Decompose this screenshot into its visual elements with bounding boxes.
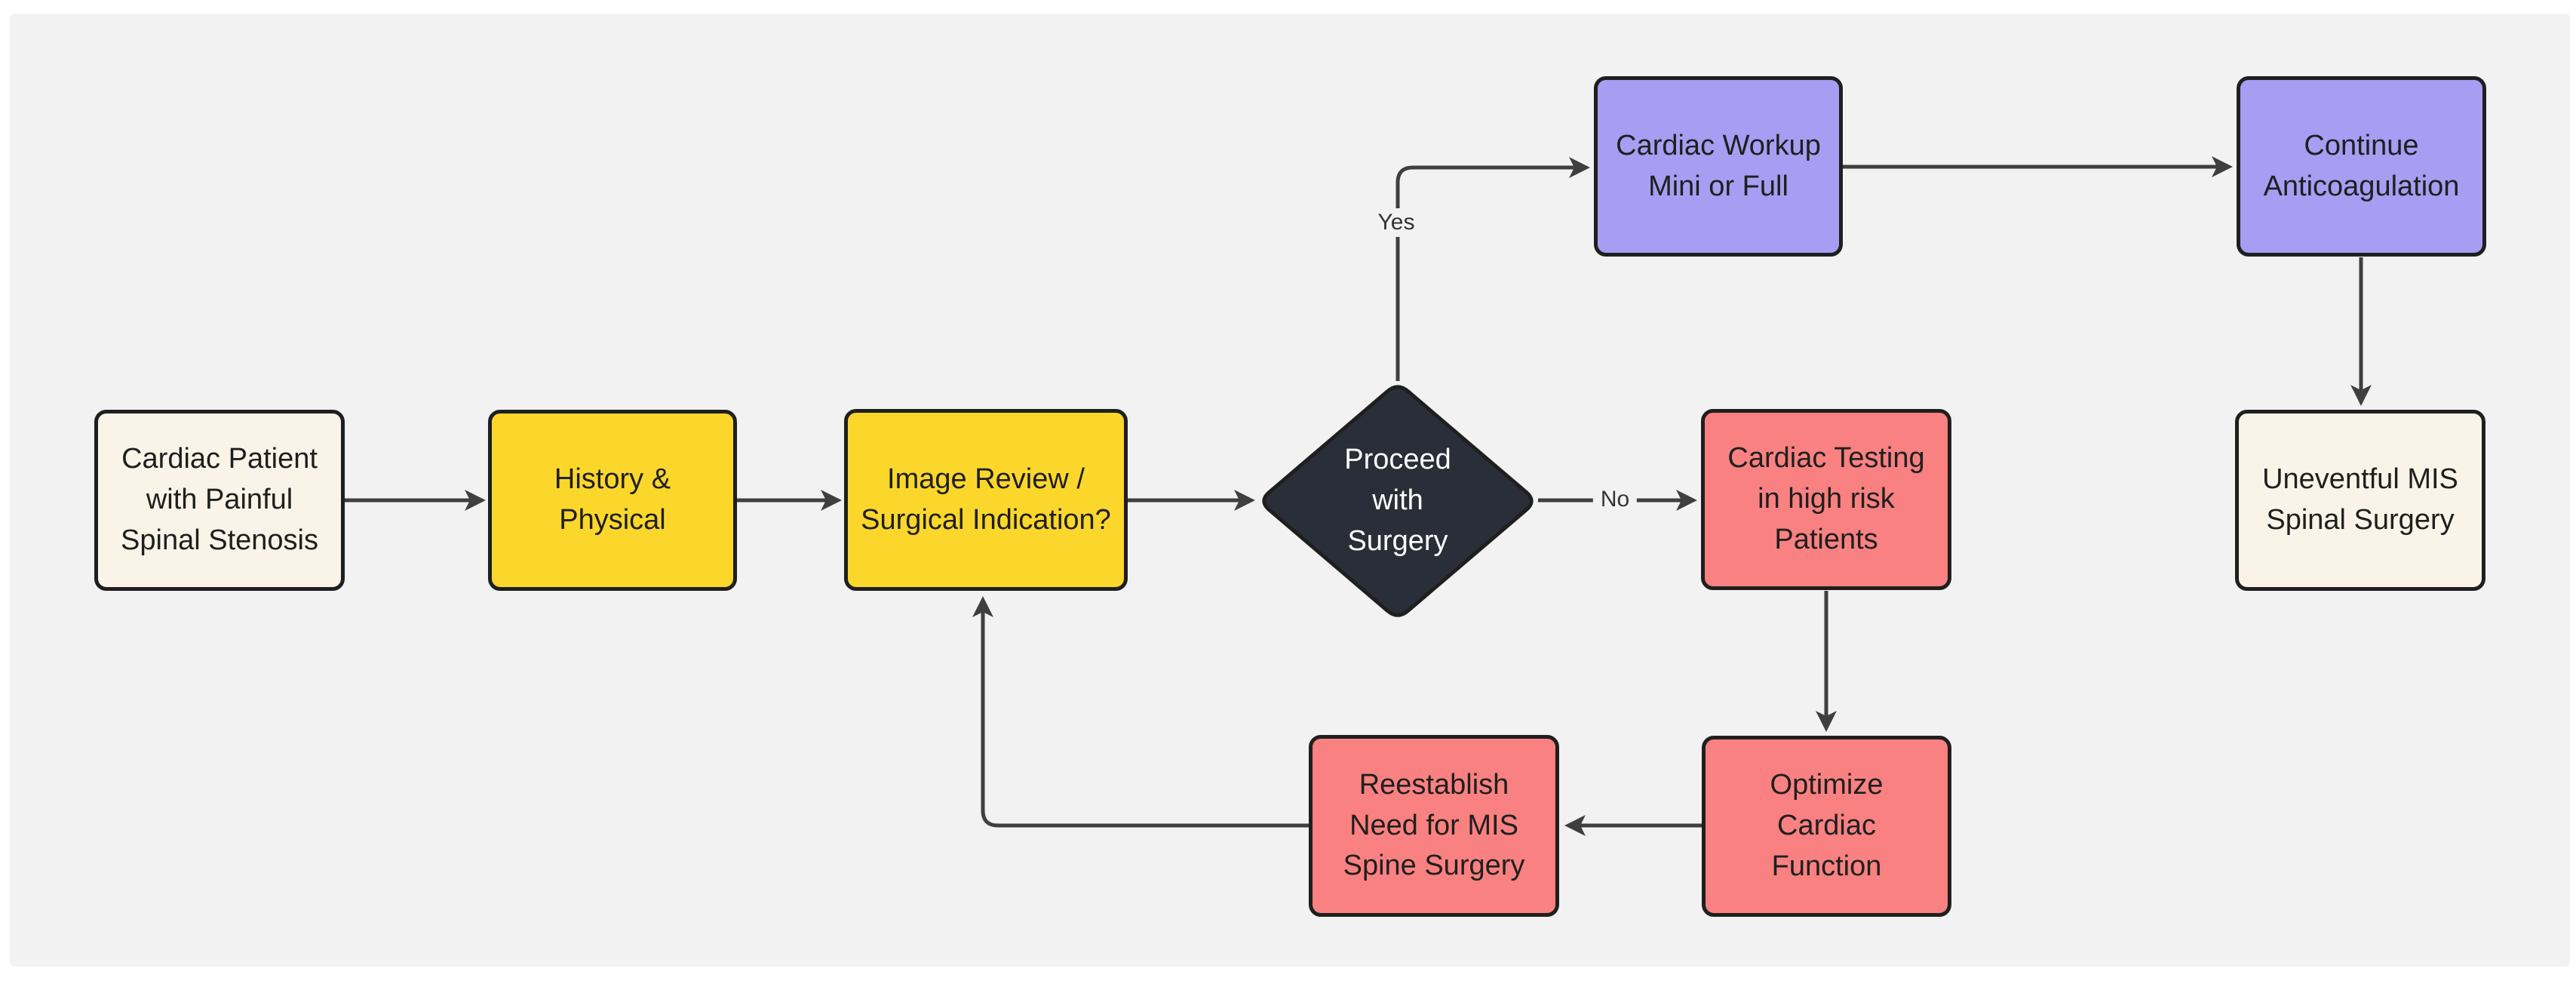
edge-decision-yes-to-cardiac-workup	[1395, 157, 1590, 381]
decision-diamond-shape	[1262, 385, 1534, 617]
edge-label-no: No	[1592, 485, 1638, 514]
node-reestablish-need-mis: Reestablish Need for MIS Spine Surgery	[1309, 735, 1559, 917]
node-cardiac-workup: Cardiac Workup Mini or Full	[1594, 76, 1843, 257]
node-image-review: Image Review / Surgical Indication?	[844, 409, 1128, 591]
node-uneventful-mis-spinal-surgery: Uneventful MIS Spinal Surgery	[2235, 410, 2485, 591]
node-continue-anticoagulation: Continue Anticoagulation	[2237, 76, 2486, 257]
edge-reestablish-to-image-review	[972, 596, 1309, 828]
edge-label-yes: Yes	[1370, 208, 1423, 237]
node-cardiac-testing-high-risk: Cardiac Testing in high risk Patients	[1701, 409, 1951, 590]
node-cardiac-patient: Cardiac Patient with Painful Spinal Sten…	[94, 410, 345, 591]
node-history-physical: History & Physical	[488, 410, 737, 591]
node-proceed-with-surgery: Proceed with Surgery	[1344, 444, 1451, 557]
node-optimize-cardiac-function: Optimize Cardiac Function	[1702, 736, 1951, 917]
